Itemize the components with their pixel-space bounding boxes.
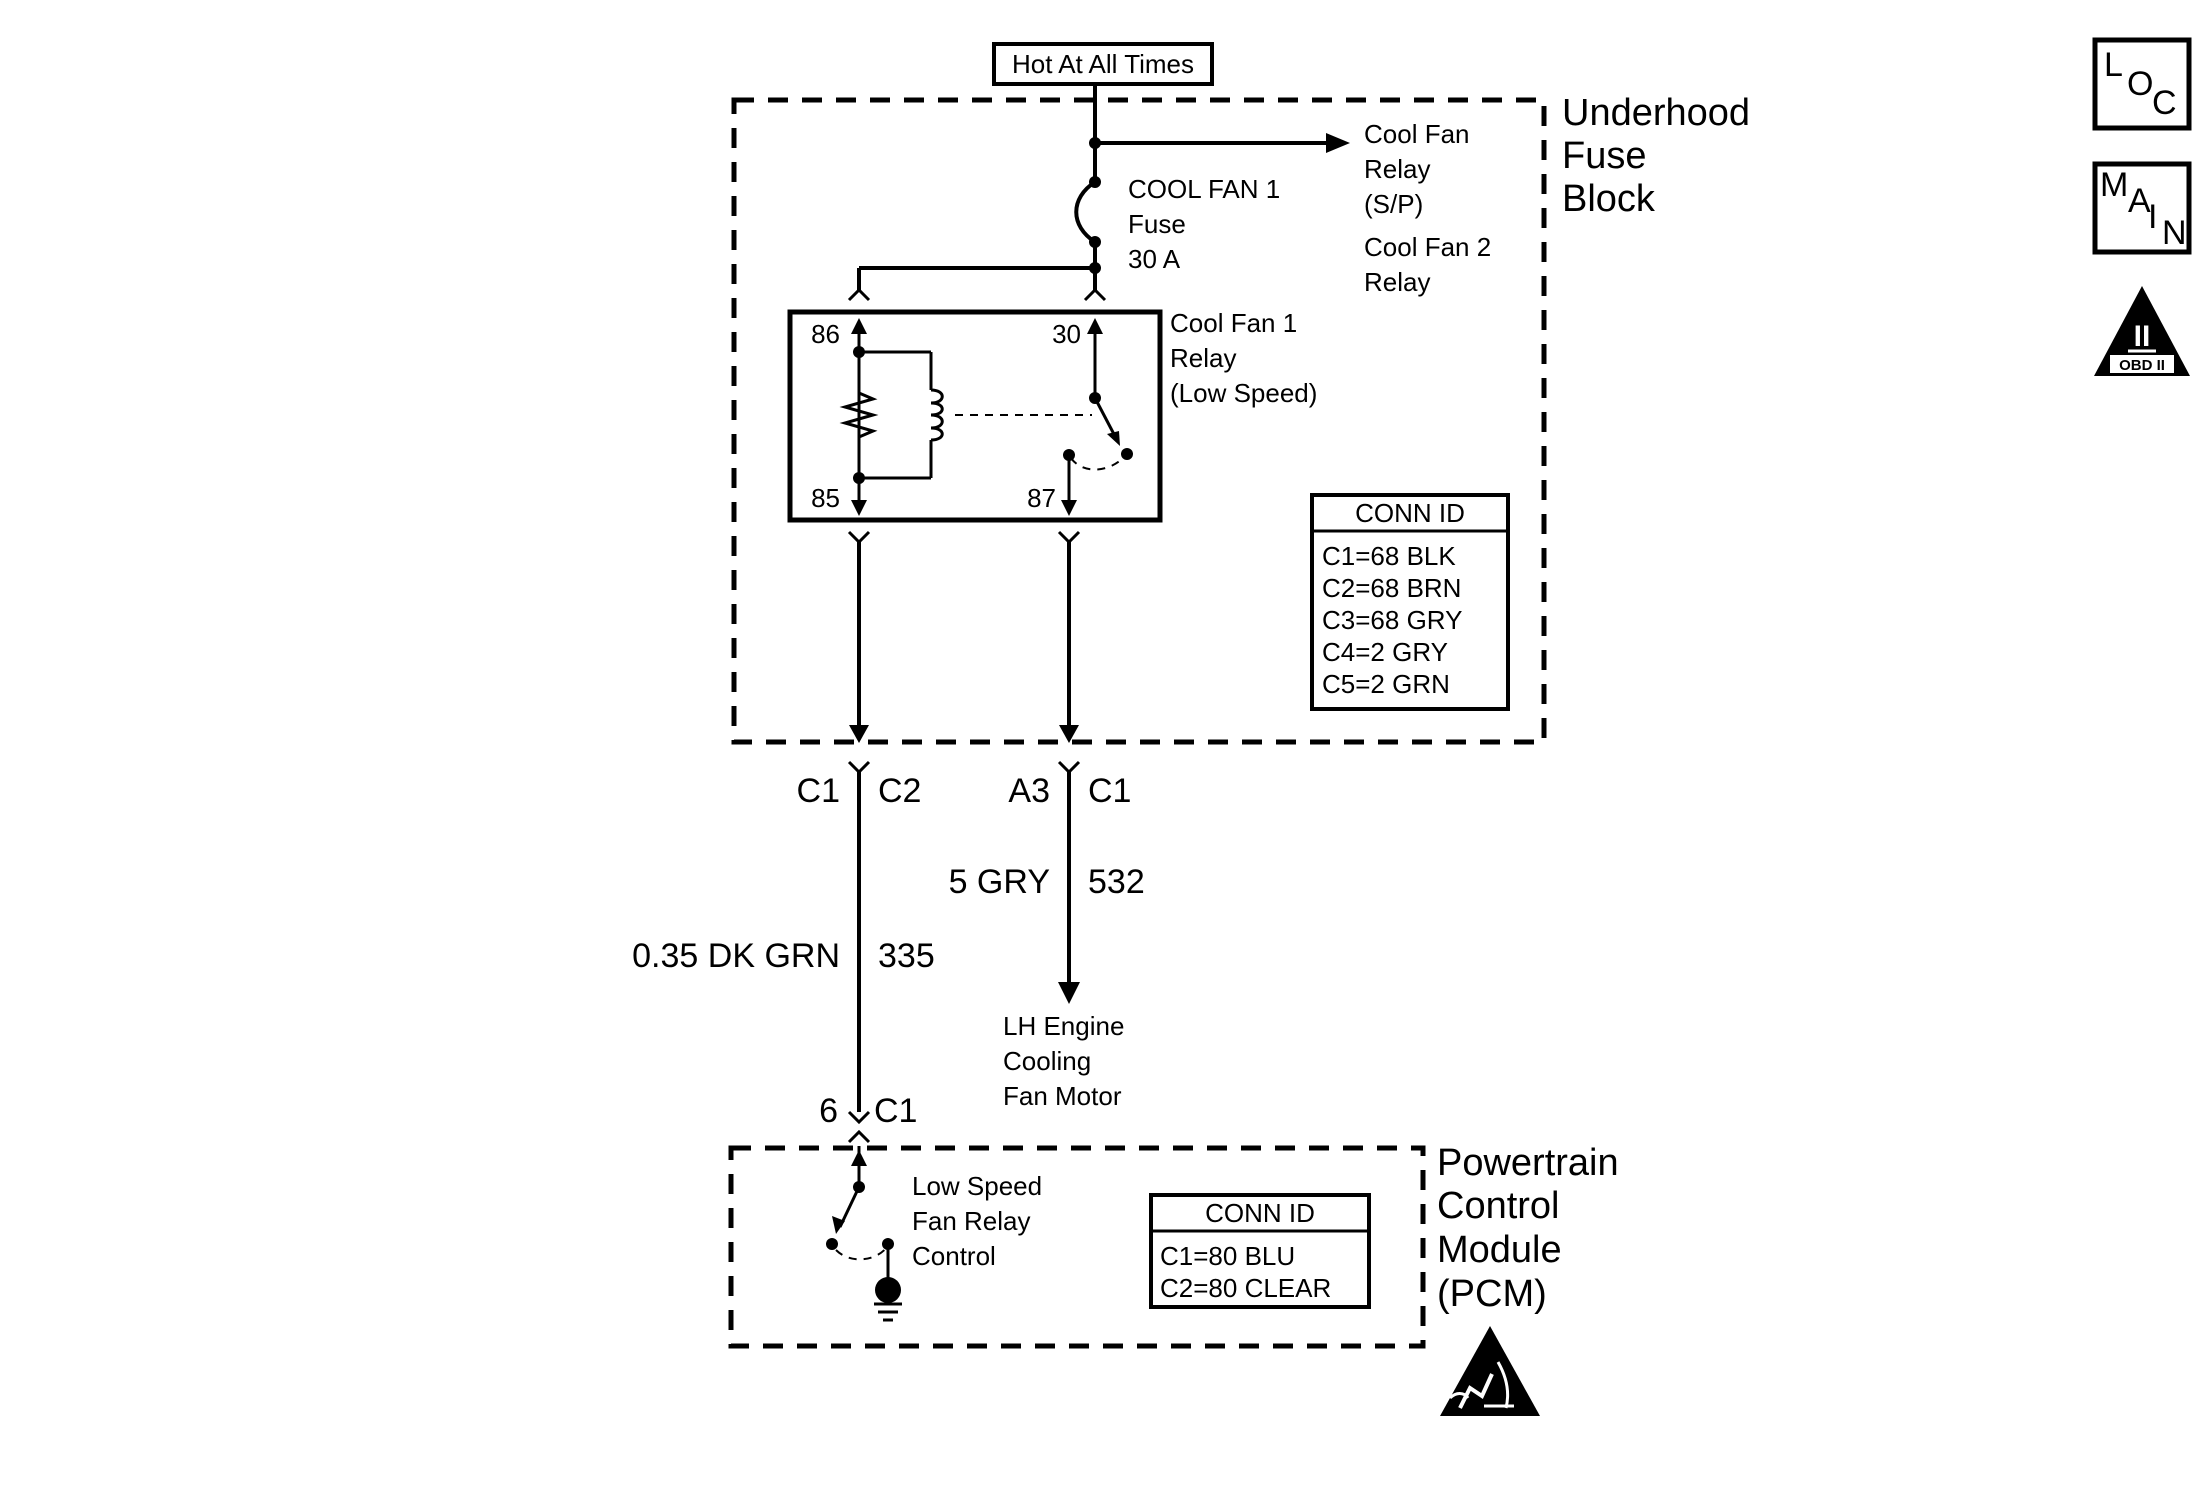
relay-coil-circuit	[851, 318, 933, 516]
svg-text:Powertrain: Powertrain	[1437, 1142, 1619, 1184]
circuit-number-label: 532	[1088, 863, 1145, 901]
obd-ii-icon[interactable]: II OBD II	[2094, 286, 2190, 376]
svg-text:C3=68 GRY: C3=68 GRY	[1322, 605, 1462, 635]
pcm-connector-label: C1	[874, 1092, 917, 1130]
conn-id-table-pcm: CONN ID C1=80 BLU C2=80 CLEAR	[1149, 1193, 1371, 1309]
branch-arrow-icon	[1326, 133, 1350, 153]
svg-text:Relay: Relay	[1364, 154, 1430, 184]
connector-chevron-icon	[847, 530, 871, 545]
svg-text:Low Speed: Low Speed	[912, 1171, 1042, 1201]
loc-icon[interactable]: L O C	[2092, 37, 2192, 131]
pcm-pin-label: 6	[819, 1092, 838, 1130]
svg-text:II: II	[2134, 320, 2151, 353]
connector-chevron-icon	[847, 760, 871, 775]
svg-text:Relay: Relay	[1364, 267, 1430, 297]
svg-text:C4=2 GRY: C4=2 GRY	[1322, 637, 1448, 667]
svg-text:L: L	[2104, 46, 2123, 84]
svg-text:Control: Control	[1437, 1185, 1560, 1227]
svg-text:Hot At All Times: Hot At All Times	[1012, 49, 1194, 79]
svg-text:COOL FAN 1: COOL FAN 1	[1128, 174, 1280, 204]
svg-text:Cool Fan 1: Cool Fan 1	[1170, 308, 1297, 338]
connector-chevron-icon	[1083, 287, 1107, 302]
svg-text:Fan Relay: Fan Relay	[912, 1206, 1031, 1236]
svg-text:Cool Fan 2: Cool Fan 2	[1364, 232, 1491, 262]
circuit-number-label: 335	[878, 937, 935, 975]
wire-color-label: 5 GRY	[949, 863, 1050, 901]
svg-text:(S/P): (S/P)	[1364, 189, 1423, 219]
svg-text:(PCM): (PCM)	[1437, 1273, 1547, 1315]
svg-text:I: I	[2148, 198, 2157, 236]
svg-text:Module: Module	[1437, 1229, 1562, 1271]
svg-text:C1=80 BLU: C1=80 BLU	[1160, 1241, 1295, 1271]
svg-text:Fuse: Fuse	[1128, 209, 1186, 239]
svg-text:C5=2 GRN: C5=2 GRN	[1322, 669, 1450, 699]
wire-arrow-icon	[1059, 725, 1079, 743]
pcm-title: Powertrain Control Module (PCM)	[1437, 1142, 1619, 1315]
underhood-fuse-block-title: Underhood Fuse Block	[1562, 92, 1750, 220]
connector-chevron-icon	[1057, 530, 1081, 545]
connector-c1-label: C1	[1088, 772, 1131, 810]
relay-title: Cool Fan 1 Relay (Low Speed)	[1170, 308, 1317, 408]
svg-text:C2=80 CLEAR: C2=80 CLEAR	[1160, 1273, 1331, 1303]
svg-text:Fan Motor: Fan Motor	[1003, 1081, 1122, 1111]
pin-85-label: 85	[811, 483, 840, 513]
esd-sensitive-icon	[1440, 1326, 1540, 1416]
svg-text:Fuse: Fuse	[1562, 135, 1646, 177]
svg-text:A: A	[2128, 182, 2151, 220]
fuse-label: COOL FAN 1 Fuse 30 A	[1128, 174, 1280, 274]
pcm-low-speed-switch	[826, 1146, 894, 1280]
pin-30-label: 30	[1052, 319, 1081, 349]
wire-color-label: 0.35 DK GRN	[632, 937, 840, 975]
svg-text:Relay: Relay	[1170, 343, 1236, 373]
svg-text:(Low Speed): (Low Speed)	[1170, 378, 1317, 408]
svg-text:Cool Fan: Cool Fan	[1364, 119, 1470, 149]
branch-label: Cool Fan Relay (S/P) Cool Fan 2 Relay	[1364, 119, 1491, 297]
connector-chevron-icon	[847, 287, 871, 302]
relay-coil-icon	[930, 388, 944, 442]
svg-text:Underhood: Underhood	[1562, 92, 1750, 134]
wire-arrow-icon	[849, 725, 869, 743]
svg-text:OBD II: OBD II	[2119, 357, 2165, 374]
svg-text:Cooling: Cooling	[1003, 1046, 1091, 1076]
switch-label: Low Speed Fan Relay Control	[912, 1171, 1042, 1271]
pin-87-label: 87	[1027, 483, 1056, 513]
lh-engine-cooling-fan-motor-label: LH Engine Cooling Fan Motor	[1003, 1011, 1124, 1111]
ground-icon	[874, 1277, 902, 1322]
connector-c1-label: C1	[797, 772, 840, 810]
svg-text:CONN ID: CONN ID	[1205, 1198, 1315, 1228]
connector-chevron-icon	[1057, 760, 1081, 775]
fuse-symbol	[1074, 176, 1101, 248]
conn-id-table-fuse-block: CONN ID C1=68 BLK C2=68 BRN C3=68 GRY C4…	[1310, 493, 1510, 711]
relay-switch-circuit	[1061, 318, 1133, 516]
pcm-outline	[728, 1145, 1426, 1349]
connector-a3-label: A3	[1008, 772, 1050, 810]
hot-at-all-times-label: Hot At All Times	[992, 42, 1214, 86]
main-icon[interactable]: M A I N	[2092, 161, 2192, 255]
wire-arrow-icon	[1058, 982, 1080, 1004]
connector-chevron-icon	[847, 1110, 871, 1125]
svg-text:30 A: 30 A	[1128, 244, 1181, 274]
svg-text:Block: Block	[1562, 178, 1656, 220]
svg-text:LH Engine: LH Engine	[1003, 1011, 1124, 1041]
svg-text:C2=68 BRN: C2=68 BRN	[1322, 573, 1461, 603]
connector-chevron-icon	[847, 1129, 871, 1144]
svg-text:M: M	[2100, 166, 2128, 204]
connector-c2-label: C2	[878, 772, 921, 810]
svg-text:CONN ID: CONN ID	[1355, 498, 1465, 528]
svg-text:C1=68 BLK: C1=68 BLK	[1322, 541, 1456, 571]
underhood-fuse-block-outline	[731, 97, 1547, 745]
resistor-icon	[839, 391, 879, 439]
svg-text:O: O	[2127, 65, 2153, 103]
svg-text:C: C	[2152, 84, 2177, 122]
svg-text:Control: Control	[912, 1241, 996, 1271]
svg-text:N: N	[2162, 214, 2187, 252]
pin-86-label: 86	[811, 319, 840, 349]
